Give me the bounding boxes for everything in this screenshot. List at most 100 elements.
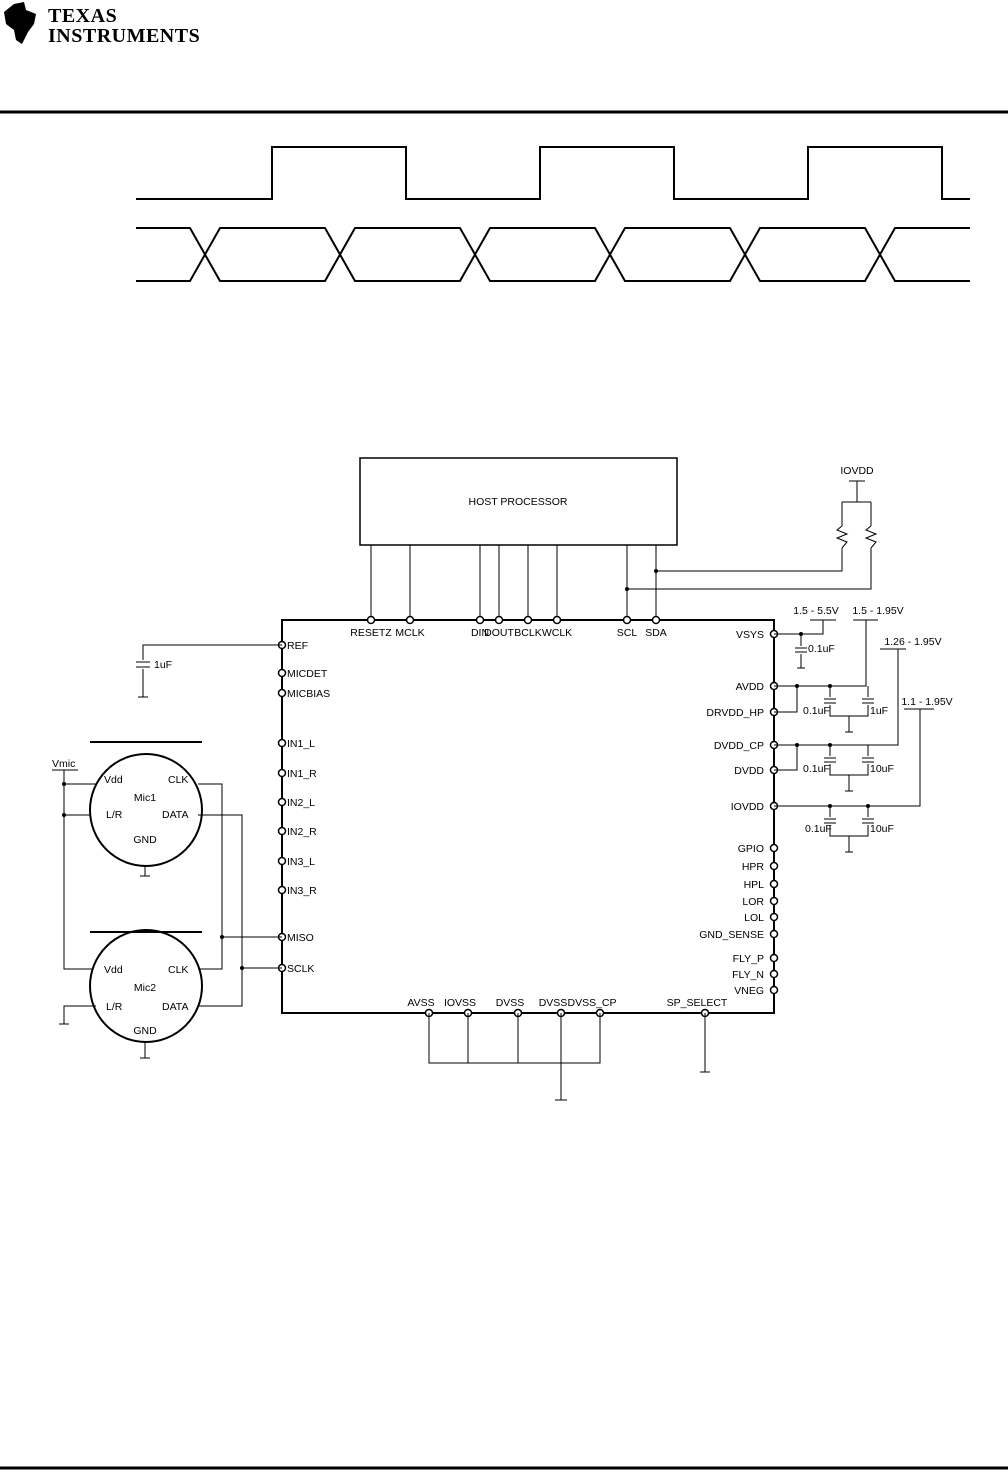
- pin-label-top-2: DIN: [471, 627, 489, 639]
- pin-label-right-8: HPL: [744, 879, 765, 891]
- mic2-vdd: Vdd: [104, 964, 123, 976]
- pin-label-left-7: IN3_L: [287, 856, 315, 868]
- pin-label-bottom-3: DVSS: [539, 997, 568, 1009]
- supply-avdd-label: 1.5 - 1.95V: [852, 605, 903, 617]
- pin-label-bottom-2: DVSS: [496, 997, 525, 1009]
- pin-label-right-13: FLY_N: [732, 969, 764, 981]
- pin-left-1: [277, 668, 287, 678]
- pin-label-right-0: VSYS: [736, 629, 764, 641]
- mic2: Vdd CLK Mic2 L/R DATA GND: [59, 929, 203, 1059]
- left-pins: REF MICDET MICBIAS IN1_L IN1_R IN2_L IN2_R IN3_…: [277, 640, 330, 975]
- supply-vsys-label: 1.5 - 5.5V: [793, 605, 839, 617]
- mic1: Vdd CLK Mic1 L/R DATA GND: [89, 741, 203, 877]
- pin-label-right-5: IOVDD: [731, 801, 765, 813]
- pin-label-left-5: IN2_L: [287, 797, 315, 809]
- pin-top-4: [523, 615, 533, 625]
- mic1-gnd: GND: [133, 834, 157, 846]
- pin-label-right-14: VNEG: [734, 985, 764, 997]
- pin-label-right-3: DVDD_CP: [714, 740, 764, 752]
- ref-capacitor: 1uF: [136, 644, 282, 698]
- microphones: Vmic Vdd CLK Mic1 L/R DATA GND Vdd CLK M…: [52, 741, 282, 1059]
- pin-right-9: [769, 896, 779, 906]
- pin-left-8: [277, 885, 287, 895]
- logo-line1: Texas: [48, 5, 117, 27]
- clock-waveform: [136, 146, 970, 200]
- dvdd-cap-a-label: 0.1uF: [803, 763, 830, 775]
- pin-label-right-11: GND_SENSE: [699, 929, 764, 941]
- mic1-clk: CLK: [168, 774, 188, 786]
- pin-right-8: [769, 879, 779, 889]
- ref-cap-label: 1uF: [154, 659, 172, 671]
- avdd-cap-a-label: 0.1uF: [803, 705, 830, 717]
- logo-line2: Instruments: [48, 25, 200, 47]
- pin-label-left-1: MICDET: [287, 668, 328, 680]
- host-processor: HOST PROCESSOR: [359, 457, 678, 546]
- pin-right-6: [769, 843, 779, 853]
- pin-top-7: [651, 615, 661, 625]
- pin-right-14: [769, 985, 779, 995]
- pin-left-7: [277, 856, 287, 866]
- pin-label-right-4: DVDD: [734, 765, 764, 777]
- pin-label-bottom-1: IOVSS: [444, 997, 476, 1009]
- pin-label-left-10: SCLK: [287, 963, 314, 975]
- pin-top-2: [475, 615, 485, 625]
- vsys-cap-label: 0.1uF: [808, 643, 835, 655]
- mic2-lr: L/R: [106, 1001, 123, 1013]
- timing-diagram: [136, 146, 970, 282]
- pin-right-7: [769, 861, 779, 871]
- pin-label-bottom-0: AVSS: [407, 997, 434, 1009]
- codec-chip: [281, 619, 775, 1014]
- pin-label-right-7: HPR: [742, 861, 765, 873]
- pin-label-right-2: DRVDD_HP: [706, 707, 764, 719]
- pin-right-12: [769, 953, 779, 963]
- host-wires: [370, 545, 872, 620]
- pin-label-left-3: IN1_L: [287, 738, 315, 750]
- ti-logo: Texas Instruments: [4, 2, 200, 47]
- texas-state-icon: [4, 2, 36, 44]
- data-waveform: [136, 227, 970, 282]
- supply-iovdd-label: 1.1 - 1.95V: [901, 696, 952, 708]
- pin-label-top-5: WCLK: [542, 627, 572, 639]
- mic1-name: Mic1: [134, 792, 156, 804]
- pin-label-left-9: MISO: [287, 932, 314, 944]
- pin-label-left-8: IN3_R: [287, 885, 317, 897]
- pin-top-1: [405, 615, 415, 625]
- right-pins: VSYSAVDDDRVDD_HPDVDD_CPDVDDIOVDDGPIOHPRH…: [699, 629, 779, 997]
- pin-left-3: [277, 738, 287, 748]
- mic2-data: DATA: [162, 1001, 188, 1013]
- pin-label-top-6: SCL: [617, 627, 638, 639]
- pin-left-6: [277, 826, 287, 836]
- iovdd-supply-label: IOVDD: [840, 465, 874, 477]
- pin-label-top-4: BCLK: [514, 627, 541, 639]
- pin-label-left-2: MICBIAS: [287, 688, 330, 700]
- pin-top-6: [622, 615, 632, 625]
- pin-label-left-4: IN1_R: [287, 768, 317, 780]
- pin-left-5: [277, 797, 287, 807]
- pin-top-3: [494, 615, 504, 625]
- pin-top-0: [366, 615, 376, 625]
- pin-label-top-0: RESETZ: [350, 627, 392, 639]
- pin-label-right-9: LOR: [742, 896, 764, 908]
- dvdd-cap-b-label: 10uF: [870, 763, 894, 775]
- pin-label-top-7: SDA: [645, 627, 667, 639]
- iovdd-cap-b-label: 10uF: [870, 823, 894, 835]
- pin-label-right-10: LOL: [744, 912, 764, 924]
- pin-label-left-0: REF: [287, 640, 308, 652]
- pin-label-bottom-5: SP_SELECT: [667, 997, 728, 1009]
- pin-left-2: [277, 688, 287, 698]
- pin-label-right-12: FLY_P: [733, 953, 764, 965]
- pin-label-right-6: GPIO: [738, 843, 764, 855]
- power-network: 1.5 - 5.5V 1.5 - 1.95V 1.26 - 1.95V 1.1 …: [774, 605, 953, 853]
- mic1-lr: L/R: [106, 809, 123, 821]
- ground-bus: [428, 1013, 710, 1101]
- pin-label-left-6: IN2_R: [287, 826, 317, 838]
- mic1-vdd: Vdd: [104, 774, 123, 786]
- pin-label-top-3: DOUT: [484, 627, 514, 639]
- pin-top-5: [552, 615, 562, 625]
- pin-label-bottom-4: DVSS_CP: [567, 997, 616, 1009]
- mic1-data: DATA: [162, 809, 188, 821]
- pin-left-4: [277, 768, 287, 778]
- pin-right-10: [769, 912, 779, 922]
